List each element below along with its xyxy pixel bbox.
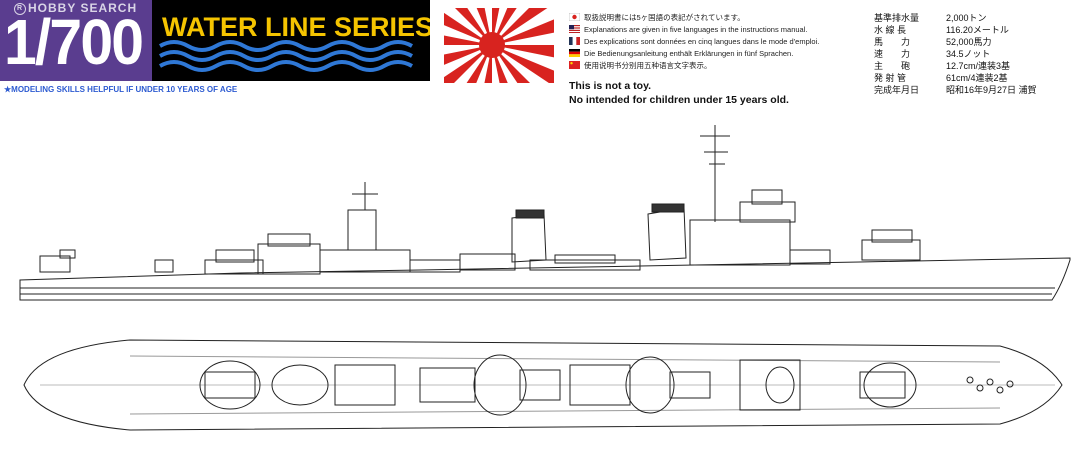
language-text: Des explications sont données en cinq la… bbox=[584, 36, 820, 46]
rising-sun-flag-icon bbox=[444, 8, 554, 83]
language-text: Die Bedienungsanleitung enthält Erklärun… bbox=[584, 48, 794, 58]
warning-line: No intended for children under 15 years … bbox=[569, 93, 789, 106]
language-row: Die Bedienungsanleitung enthält Erklärun… bbox=[569, 47, 819, 59]
spec-table: 基準排水量 2,000トン 水 線 長 116.20メートル 馬 力 52,000馬力… bbox=[874, 11, 1037, 95]
spec-row: 主 砲 12.7cm/連装3基 bbox=[874, 59, 1037, 71]
language-text: 使用说明书分别用五种语言文字表示。 bbox=[584, 60, 712, 70]
scale-label: 1/700 bbox=[4, 6, 144, 78]
spec-value: 2,000トン bbox=[946, 13, 987, 23]
spec-key: 水 線 長 bbox=[874, 25, 907, 35]
spec-row: 水 線 長 116.20メートル bbox=[874, 23, 1037, 35]
usa-flag-icon bbox=[569, 25, 580, 33]
watermark-text: HOBBY SEARCH bbox=[28, 1, 138, 15]
china-flag-icon bbox=[569, 61, 580, 69]
spec-row: 完成年月日 昭和16年9月27日 浦賀 bbox=[874, 83, 1037, 95]
japan-flag-icon bbox=[568, 12, 581, 22]
skill-note: ★MODELING SKILLS HELPFUL IF UNDER 10 YEA… bbox=[4, 85, 238, 94]
spec-row: 馬 力 52,000馬力 bbox=[874, 35, 1037, 47]
spec-key: 完成年月日 bbox=[874, 85, 920, 95]
spec-value: 61cm/4連装2基 bbox=[946, 73, 1008, 83]
top-plan-fittings bbox=[199, 354, 1014, 416]
language-list: 取扱説明書には5ヶ国語の表記がされています。 Explanations are … bbox=[568, 11, 819, 71]
safety-warning: This is not a toy. No intended for child… bbox=[569, 80, 789, 107]
spec-key: 速 力 bbox=[874, 49, 911, 59]
language-text: 取扱説明書には5ヶ国語の表記がされています。 bbox=[584, 12, 745, 22]
wave-graphic bbox=[159, 40, 413, 72]
spec-value: 116.20メートル bbox=[946, 25, 1009, 35]
spec-value: 34.5ノット bbox=[946, 49, 991, 59]
spec-value: 12.7cm/連装3基 bbox=[946, 61, 1011, 71]
side-superstructure bbox=[39, 125, 921, 275]
watermark-mark: R bbox=[14, 2, 26, 15]
spec-row: 発 射 管 61cm/4連装2基 bbox=[874, 71, 1037, 83]
france-flag-icon bbox=[569, 37, 580, 45]
spec-value: 52,000馬力 bbox=[946, 37, 992, 47]
ship-line-drawing bbox=[19, 125, 1071, 431]
series-title: WATER LINE SERIES bbox=[162, 12, 430, 42]
spec-key: 発 射 管 bbox=[874, 73, 907, 83]
germany-flag-icon bbox=[569, 49, 580, 57]
spec-row: 基準排水量 2,000トン bbox=[874, 11, 1037, 23]
series-banner: WATER LINE SERIES bbox=[152, 0, 430, 81]
spec-row: 速 力 34.5ノット bbox=[874, 47, 1037, 59]
spec-key: 馬 力 bbox=[874, 37, 911, 47]
spec-value: 昭和16年9月27日 浦賀 bbox=[946, 85, 1037, 95]
language-row: 取扱説明書には5ヶ国語の表記がされています。 bbox=[568, 11, 819, 23]
spec-key: 主 砲 bbox=[874, 61, 911, 71]
language-row: Des explications sont données en cinq la… bbox=[569, 35, 819, 47]
spec-key: 基準排水量 bbox=[874, 13, 920, 23]
language-row: Explanations are given in five languages… bbox=[569, 23, 819, 35]
side-profile-hull bbox=[19, 257, 1071, 301]
language-text: Explanations are given in five languages… bbox=[584, 24, 808, 34]
warning-line: This is not a toy. bbox=[569, 80, 652, 92]
language-row: 使用说明书分别用五种语言文字表示。 bbox=[569, 59, 819, 71]
top-plan-hull bbox=[23, 339, 1063, 431]
